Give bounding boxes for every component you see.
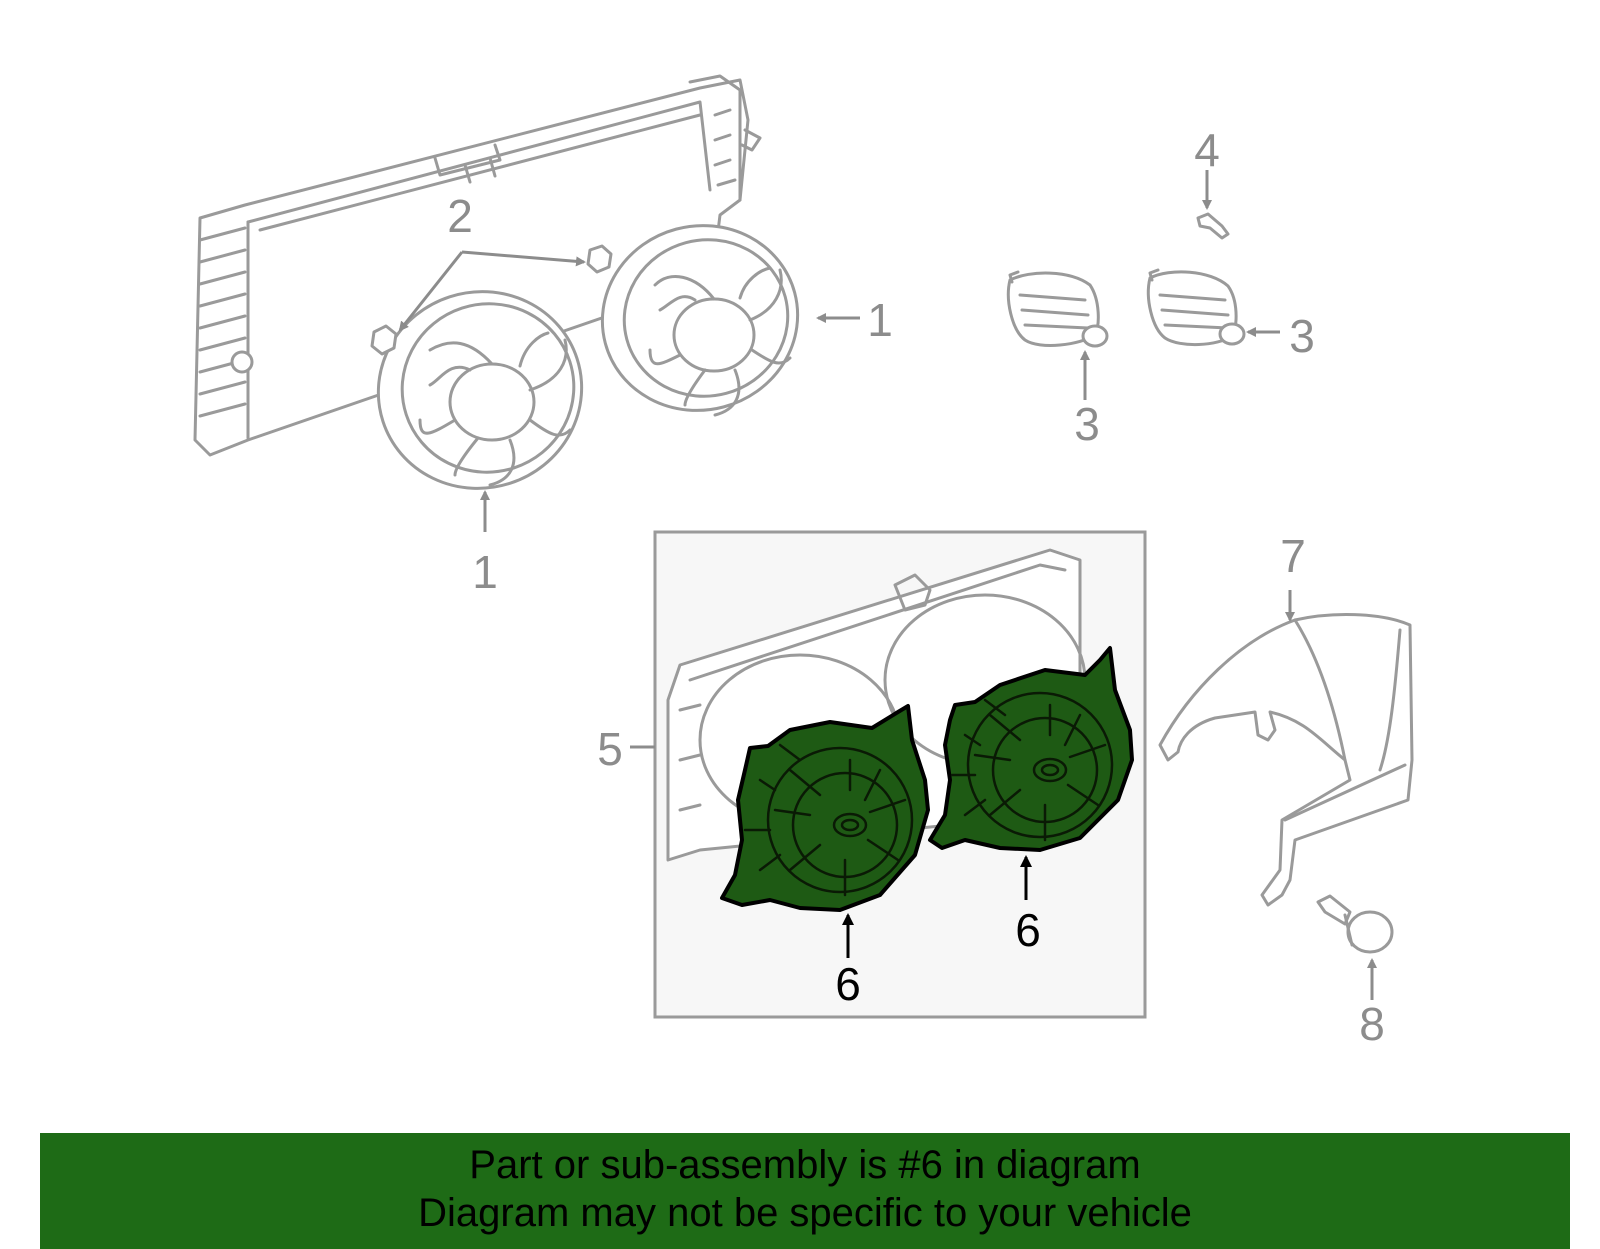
fan-nuts: [370, 244, 613, 356]
radiator: [193, 74, 762, 457]
screw: [1196, 212, 1230, 240]
fan-motor-right: [1146, 268, 1246, 347]
banner-line-disclaimer: Diagram may not be specific to your vehi…: [418, 1191, 1192, 1235]
air-deflector: [1158, 613, 1414, 907]
banner-line-part: Part or sub-assembly is #6 in diagram: [469, 1143, 1141, 1187]
callout-3-left: 3: [1074, 398, 1100, 450]
callout-1-right: 1: [867, 294, 893, 346]
fan-motor-left: [1006, 270, 1109, 348]
callout-1-left: 1: [472, 546, 498, 598]
callout-5: 5: [597, 723, 623, 775]
info-banner: Part or sub-assembly is #6 in diagram Di…: [40, 1133, 1570, 1249]
callout-6-right: 6: [1015, 904, 1041, 956]
callout-8: 8: [1359, 998, 1385, 1050]
callout-6-left: 6: [835, 958, 861, 1010]
callout-3-right: 3: [1289, 310, 1315, 362]
fan-motor-highlighted-right: [928, 646, 1134, 852]
fan-motor-highlighted-left: [720, 704, 930, 912]
cooling-fan-right: [600, 224, 800, 417]
callout-4: 4: [1194, 124, 1220, 176]
bolt: [1316, 894, 1394, 954]
callout-7: 7: [1280, 530, 1306, 582]
cooling-fan-left: [376, 290, 584, 490]
callout-2: 2: [447, 190, 473, 242]
